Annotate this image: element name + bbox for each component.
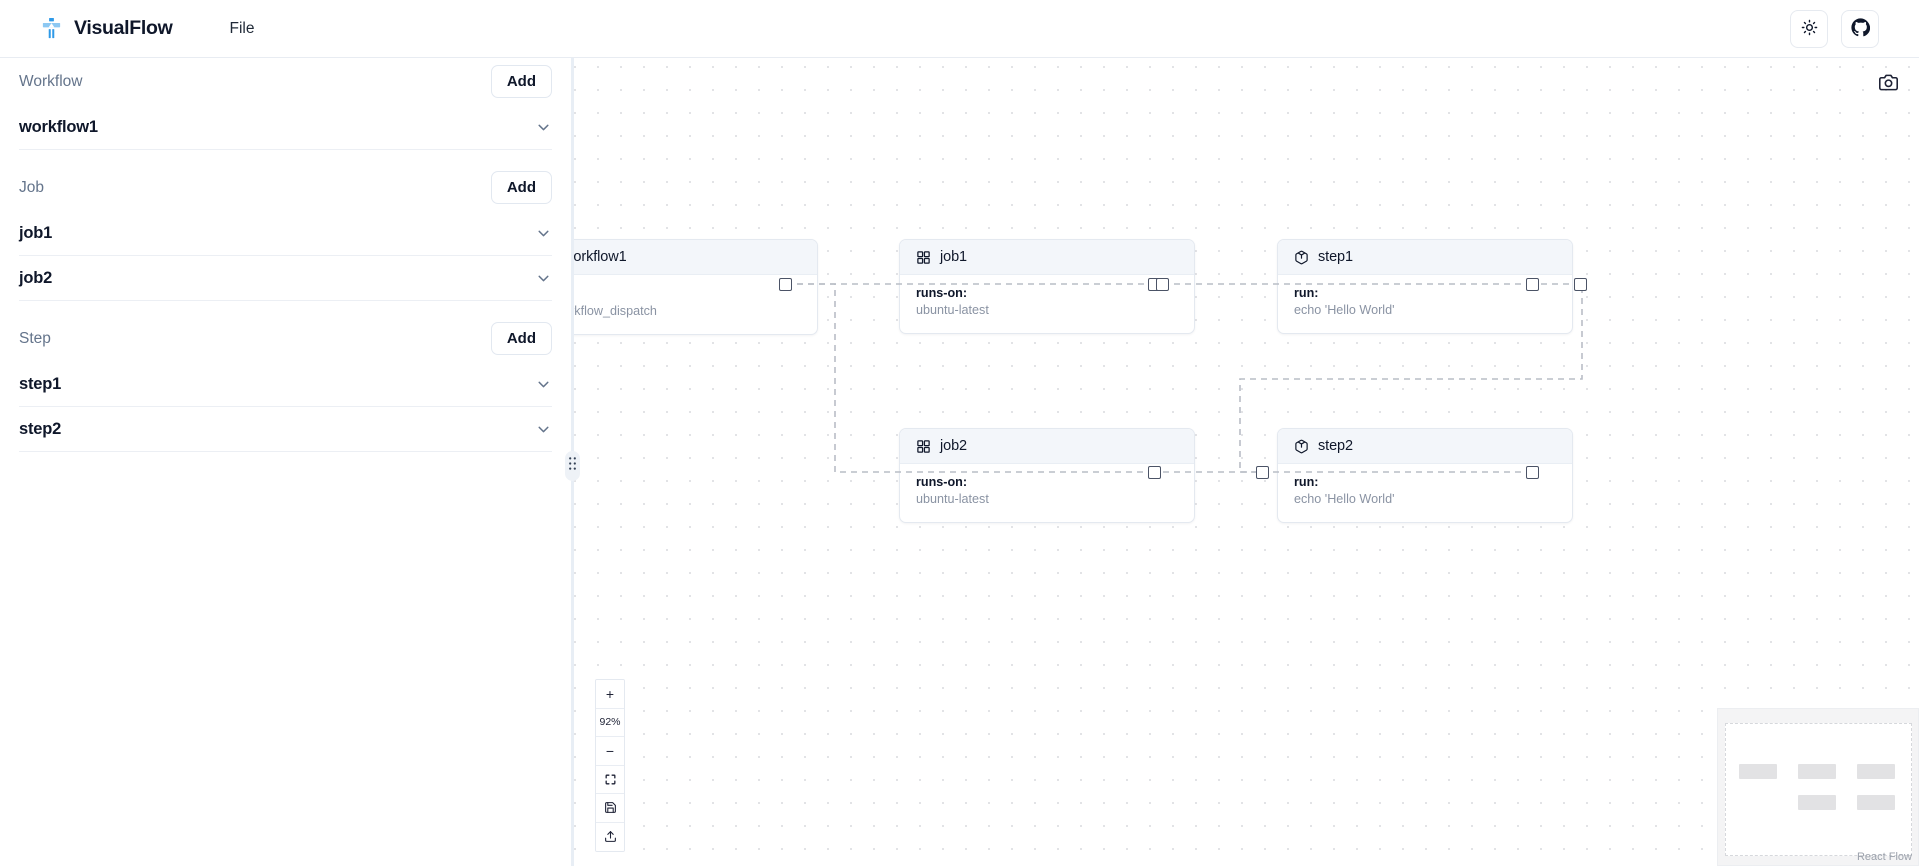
node-title: step2 xyxy=(1318,438,1353,454)
chevron-down-icon[interactable] xyxy=(535,225,552,242)
node-header: job2 xyxy=(900,429,1194,464)
camera-icon xyxy=(1878,73,1898,95)
grid-squares-icon xyxy=(916,250,931,265)
minimap[interactable] xyxy=(1717,708,1919,866)
sidebar-item-job1[interactable]: job1 xyxy=(19,211,552,256)
brand: VisualFlow xyxy=(40,17,173,40)
node-value: echo 'Hello World' xyxy=(1294,492,1395,506)
chevron-down-icon[interactable] xyxy=(535,119,552,136)
fit-view-button[interactable] xyxy=(596,765,624,794)
sun-theme-icon xyxy=(1801,19,1818,39)
section-label-step: Step xyxy=(19,329,51,347)
top-bar: VisualFlow File xyxy=(0,0,1919,58)
section-label-job: Job xyxy=(19,178,44,196)
menu-bar: File xyxy=(219,13,266,45)
minimap-node xyxy=(1857,764,1895,779)
handle-job1-source[interactable] xyxy=(1156,278,1169,291)
save-button[interactable] xyxy=(596,794,624,823)
section-label-workflow: Workflow xyxy=(19,72,83,90)
network-flow-icon xyxy=(40,17,63,40)
node-list-item: workflow_dispatch xyxy=(572,303,801,320)
node-key: runs-on: xyxy=(916,286,968,300)
minimap-node xyxy=(1739,764,1777,779)
node-body: run: echo 'Hello World' xyxy=(1278,464,1572,522)
handle-step1-target[interactable] xyxy=(1526,278,1539,291)
node-value: echo 'Hello World' xyxy=(1294,303,1395,317)
handle-job2-source[interactable] xyxy=(1256,466,1269,479)
upload-export-icon xyxy=(604,830,617,843)
github-icon xyxy=(1850,17,1870,40)
add-job-button[interactable]: Add xyxy=(490,171,552,204)
github-link-button[interactable] xyxy=(1841,9,1879,48)
handle-workflow1-source[interactable] xyxy=(779,278,792,291)
node-value: ubuntu-latest xyxy=(916,303,989,317)
node-key: run: xyxy=(1294,475,1319,489)
sidebar-item-label: job1 xyxy=(19,223,53,242)
add-workflow-button[interactable]: Add xyxy=(490,65,552,98)
zoom-controls: + 92% − xyxy=(595,679,625,852)
node-body: on: workflow_dispatch xyxy=(572,275,817,334)
node-title: step1 xyxy=(1318,249,1353,265)
node-header: job1 xyxy=(900,240,1194,275)
handle-step1-source[interactable] xyxy=(1574,278,1587,291)
sidebar-section-job-header: Job Add xyxy=(19,164,552,211)
node-title: workflow1 xyxy=(572,249,627,265)
sidebar-item-step1[interactable]: step1 xyxy=(19,362,552,407)
sidebar-item-label: workflow1 xyxy=(19,117,98,136)
handle-job2-target[interactable] xyxy=(1148,466,1161,479)
export-button[interactable] xyxy=(596,822,624,851)
node-key: on: xyxy=(572,285,801,302)
sidebar-section-workflow-header: Workflow Add xyxy=(19,58,552,105)
menu-file[interactable]: File xyxy=(219,13,266,45)
save-disk-icon xyxy=(604,801,617,814)
minimap-node xyxy=(1798,795,1836,810)
node-value-list: workflow_dispatch xyxy=(572,303,801,320)
sidebar-item-label: job2 xyxy=(19,268,53,287)
handle-step2-target[interactable] xyxy=(1526,466,1539,479)
fit-view-icon xyxy=(604,773,617,786)
node-key: run: xyxy=(1294,286,1319,300)
brand-name: VisualFlow xyxy=(74,17,173,39)
sidebar-item-label: step2 xyxy=(19,419,62,438)
sidebar-section-step-header: Step Add xyxy=(19,315,552,362)
grip-vertical-icon xyxy=(568,456,577,476)
node-header: step2 xyxy=(1278,429,1572,464)
node-key: runs-on: xyxy=(916,475,968,489)
node-header: workflow1 xyxy=(572,240,817,275)
chevron-down-icon[interactable] xyxy=(535,421,552,438)
add-step-button[interactable]: Add xyxy=(490,322,552,355)
zoom-in-button[interactable]: + xyxy=(596,680,624,709)
sidebar: Workflow Add workflow1 Job Add job1 job2… xyxy=(0,58,572,866)
minimap-viewport[interactable] xyxy=(1725,723,1912,856)
sidebar-resize-handle[interactable] xyxy=(565,451,580,481)
node-title: job1 xyxy=(940,249,968,265)
zoom-out-button[interactable]: − xyxy=(596,737,624,766)
node-workflow1[interactable]: workflow1 on: workflow_dispatch xyxy=(572,239,818,335)
flow-canvas[interactable]: workflow1 on: workflow_dispatch job1 run… xyxy=(572,58,1919,866)
node-value: ubuntu-latest xyxy=(916,492,989,506)
theme-toggle-button[interactable] xyxy=(1790,9,1828,48)
zoom-level-display: 92% xyxy=(596,708,624,737)
sidebar-item-workflow1[interactable]: workflow1 xyxy=(19,105,552,150)
section-spacer xyxy=(19,301,552,315)
sidebar-item-job2[interactable]: job2 xyxy=(19,256,552,301)
minimap-node xyxy=(1798,764,1836,779)
screenshot-button[interactable] xyxy=(1871,67,1905,101)
top-bar-actions xyxy=(1790,9,1879,48)
minimap-node xyxy=(1857,795,1895,810)
cube-box-icon xyxy=(1294,250,1309,265)
node-body: runs-on: ubuntu-latest xyxy=(900,464,1194,522)
sidebar-item-step2[interactable]: step2 xyxy=(19,407,552,452)
grid-squares-icon xyxy=(916,439,931,454)
node-title: job2 xyxy=(940,438,968,454)
cube-box-icon xyxy=(1294,439,1309,454)
chevron-down-icon[interactable] xyxy=(535,376,552,393)
sidebar-item-label: step1 xyxy=(19,374,62,393)
chevron-down-icon[interactable] xyxy=(535,270,552,287)
section-spacer xyxy=(19,150,552,164)
node-header: step1 xyxy=(1278,240,1572,275)
